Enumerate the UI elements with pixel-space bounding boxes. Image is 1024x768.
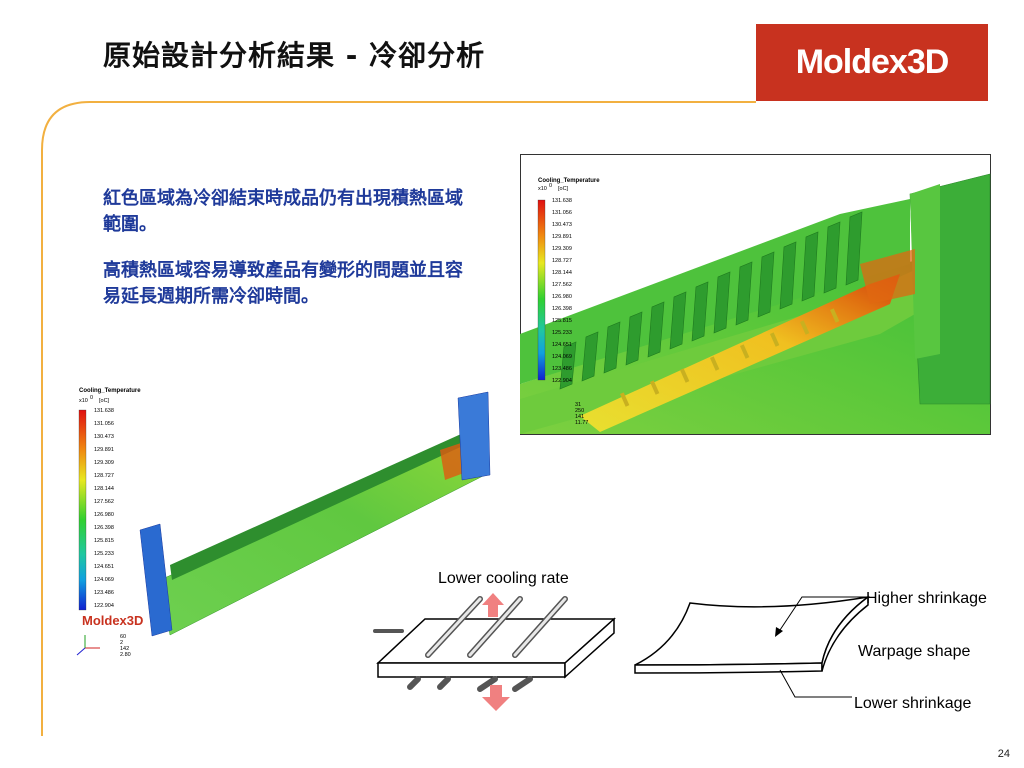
moldex3d-logo: Moldex3D — [756, 24, 988, 101]
zoom-legend-value: 131.056 — [552, 210, 572, 216]
legend-value: 131.638 — [94, 408, 114, 414]
svg-text:250: 250 — [575, 408, 584, 414]
svg-text:60: 60 — [120, 634, 126, 640]
legend-unit-prefix: x10 — [79, 398, 88, 404]
legend-unit: [oC] — [99, 398, 110, 404]
bottom-cooling-channels — [407, 676, 533, 692]
svg-text:2: 2 — [120, 640, 123, 646]
legend-value: 126.980 — [94, 512, 114, 518]
higher-shrinkage-label: Higher shrinkage — [866, 590, 987, 607]
zoom-legend-unit-exp: 0 — [549, 183, 552, 189]
svg-text:31: 31 — [575, 402, 581, 408]
legend-value: 125.233 — [94, 551, 114, 557]
lower-shrinkage-label: Lower shrinkage — [854, 695, 972, 712]
cooling-channel-diagram — [373, 593, 616, 711]
body-paragraph-1: 紅色區域為冷卻結束時成品仍有出現積熱區域範圍。 — [103, 188, 463, 235]
legend-value: 131.056 — [94, 421, 114, 427]
warped-plate-top — [634, 596, 869, 666]
zoom-legend-value: 130.473 — [552, 222, 572, 228]
legend-value: 124.069 — [94, 577, 114, 583]
legend-title: Cooling_Temperature — [79, 388, 141, 394]
legend-labels: 131.638 131.056 130.473 129.891 129.309 … — [94, 408, 114, 609]
right-end-block — [457, 391, 491, 481]
legend-value: 127.562 — [94, 499, 114, 505]
legend-value: 125.815 — [94, 538, 114, 544]
zoom-legend-value: 122.904 — [552, 378, 572, 384]
zoom-legend-value: 124.651 — [552, 342, 572, 348]
legend-value: 129.309 — [94, 460, 114, 466]
page-number: 24 — [997, 748, 1010, 760]
zoom-legend-value: 126.980 — [552, 294, 572, 300]
slide-title: 原始設計分析結果 - 冷卻分析 — [103, 39, 486, 72]
zoom-legend-value: 129.309 — [552, 246, 572, 252]
logo-text: Moldex3D — [795, 43, 950, 81]
legend-value: 126.398 — [94, 525, 114, 531]
heat-up-arrow — [482, 593, 504, 617]
hot-region — [580, 274, 900, 432]
axis-triad — [76, 635, 100, 656]
small-moldex3d-logo: Moldex3D — [82, 613, 143, 628]
svg-text:2.80: 2.80 — [120, 652, 131, 658]
svg-text:142: 142 — [120, 646, 129, 652]
higher-shrinkage-leader — [777, 596, 870, 634]
warped-plate-edge — [634, 662, 823, 674]
zoomed-simulation-image: Cooling_Temperature x10 0 [oC] 131.638 1… — [520, 154, 991, 435]
lower-shrinkage-leader — [779, 669, 852, 698]
zoom-color-legend — [537, 199, 546, 381]
zoom-legend-value: 131.638 — [552, 198, 572, 204]
warpage-shape-label: Warpage shape — [858, 643, 971, 660]
zoom-legend-labels: 131.638 131.056 130.473 129.891 129.309 … — [552, 198, 572, 384]
legend-value: 130.473 — [94, 434, 114, 440]
view-info: 60 2 142 2.80 — [120, 634, 131, 658]
full-part-simulation-image: Cooling_Temperature x10 0 [oC] 131.638 1… — [76, 388, 491, 658]
zoom-view-info: 31 250 141 11.77 — [575, 402, 588, 426]
legend-value: 122.904 — [94, 603, 114, 609]
legend-value: 123.486 — [94, 590, 114, 596]
warpage-diagram — [634, 595, 870, 698]
legend-value: 124.651 — [94, 564, 114, 570]
zoom-legend-value: 125.233 — [552, 330, 572, 336]
zoom-legend-value: 124.069 — [552, 354, 572, 360]
zoom-legend-value: 128.727 — [552, 258, 572, 264]
cooling-fins — [559, 211, 863, 390]
zoom-legend-value: 129.891 — [552, 234, 572, 240]
zoom-legend-unit: [oC] — [558, 186, 569, 192]
zoom-legend-value: 127.562 — [552, 282, 572, 288]
heat-down-arrow — [482, 685, 510, 711]
zoom-legend-value: 128.144 — [552, 270, 572, 276]
plate-front — [377, 662, 566, 678]
rail-fins — [170, 430, 480, 580]
zoom-legend-value: 125.815 — [552, 318, 572, 324]
left-end-block — [139, 523, 173, 637]
legend-unit-exp: 0 — [90, 395, 93, 401]
plate-side — [564, 617, 615, 679]
zoom-legend-unit-prefix: x10 — [538, 186, 547, 192]
body-paragraph-2: 高積熱區域容易導致產品有變形的問題並且容易延長週期所需冷卻時間。 — [103, 260, 463, 307]
legend-value: 128.144 — [94, 486, 114, 492]
svg-text:141: 141 — [575, 414, 584, 420]
lower-cooling-rate-label: Lower cooling rate — [438, 570, 569, 587]
zoom-legend-title: Cooling_Temperature — [538, 178, 600, 184]
legend-value: 129.891 — [94, 447, 114, 453]
legend-value: 128.727 — [94, 473, 114, 479]
svg-text:11.77: 11.77 — [575, 420, 588, 426]
zoom-legend-value: 126.398 — [552, 306, 572, 312]
color-legend-bar — [78, 409, 87, 611]
groove-slots — [620, 308, 840, 407]
zoom-legend-value: 123.486 — [552, 366, 572, 372]
